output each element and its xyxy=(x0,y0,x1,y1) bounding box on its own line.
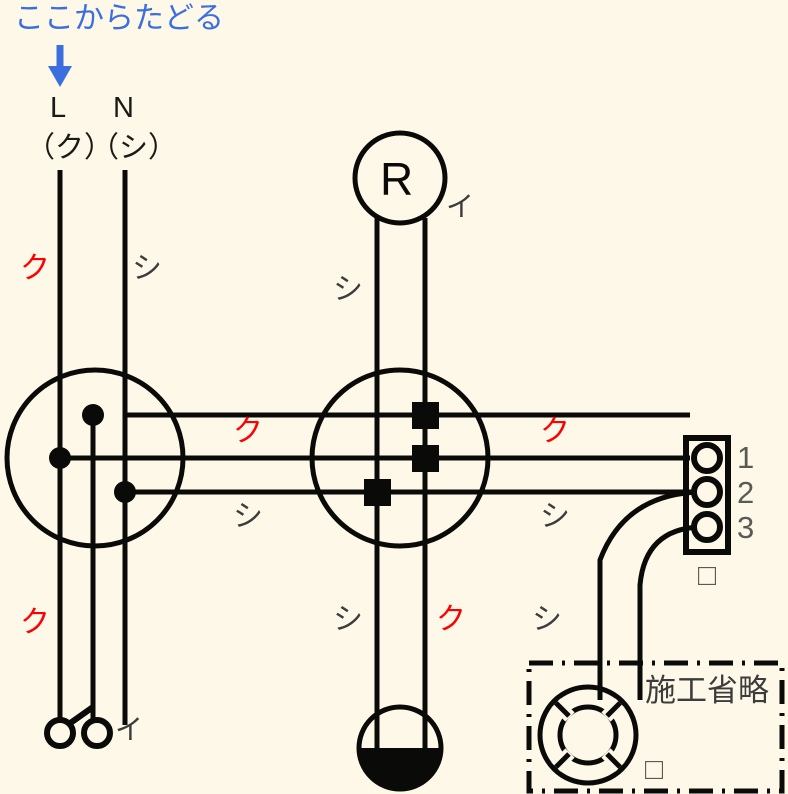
wire-label-live-upper-left: ク xyxy=(20,252,50,285)
relay-symbol-circle xyxy=(352,130,448,226)
wire-label-live-lower-left: ク xyxy=(20,606,50,639)
switch-group xyxy=(44,704,113,749)
ceiling-outlet-outer-ring xyxy=(537,684,639,786)
terminal-2-ring[interactable] xyxy=(691,476,723,508)
left-junction-dots xyxy=(49,404,136,503)
switch-terminal-circle xyxy=(81,717,113,749)
switch-pole-circle xyxy=(44,717,76,749)
wire-label-neutral-to-ceiling: シ xyxy=(532,603,562,636)
supply-live-color-code: （ク） xyxy=(26,132,114,164)
ceiling-outlet-badge: □ xyxy=(645,753,664,786)
switch-tag-label: イ xyxy=(115,714,144,745)
terminal-2-label: 2 xyxy=(737,475,755,510)
switch-lever xyxy=(67,704,95,727)
junction-dot-neutral xyxy=(114,481,136,503)
terminal-3-label: 3 xyxy=(737,510,755,545)
wire-label-neutral-upper-left: シ xyxy=(132,252,162,285)
relay-tag-label: イ xyxy=(446,191,475,222)
junction-dot-live-a xyxy=(82,404,104,426)
terminal-block[interactable] xyxy=(683,435,731,555)
junction-dot-live-b xyxy=(49,447,71,469)
wire-label-live-right: ク xyxy=(540,415,570,448)
ceiling-outlet-gap-mask xyxy=(551,698,625,772)
omitted-work-note: 施工省略 xyxy=(645,673,769,708)
receptacle-filled-half xyxy=(359,748,441,789)
middle-junction-box xyxy=(309,367,491,549)
wire-label-live-mid-top: ク xyxy=(233,415,263,448)
terminal-block-badge: □ xyxy=(698,559,717,592)
wire-label-neutral-right: シ xyxy=(540,500,570,533)
supply-neutral-color-code: （シ） xyxy=(90,132,178,164)
wire-label-neutral-relay-drop: シ xyxy=(333,273,363,306)
terminal-block-body xyxy=(683,435,731,555)
supply-live-terminal-label: L xyxy=(50,92,67,124)
terminal-3-ring[interactable] xyxy=(691,511,723,543)
trace-start-arrow xyxy=(48,45,72,87)
wire-label-neutral-mid-bottom: シ xyxy=(233,500,263,533)
terminal-1-label: 1 xyxy=(737,440,755,475)
middle-junction-squares xyxy=(364,402,439,506)
connector-square-middle xyxy=(412,445,439,472)
receptacle-blades xyxy=(374,712,428,748)
connector-square-bottom xyxy=(364,479,391,506)
terminal-1-ring[interactable] xyxy=(691,442,723,474)
trace-start-note: ここからたどる xyxy=(14,2,224,35)
connector-square-top xyxy=(412,402,439,429)
ceiling-outlet-inner-ring xyxy=(557,704,619,766)
wire-label-neutral-outlet-left: シ xyxy=(333,603,363,636)
wire-label-live-outlet-right: ク xyxy=(436,603,466,636)
relay-symbol-letter: R xyxy=(380,153,414,205)
omitted-work-boundary xyxy=(526,660,785,794)
supply-neutral-terminal-label: N xyxy=(113,92,134,124)
